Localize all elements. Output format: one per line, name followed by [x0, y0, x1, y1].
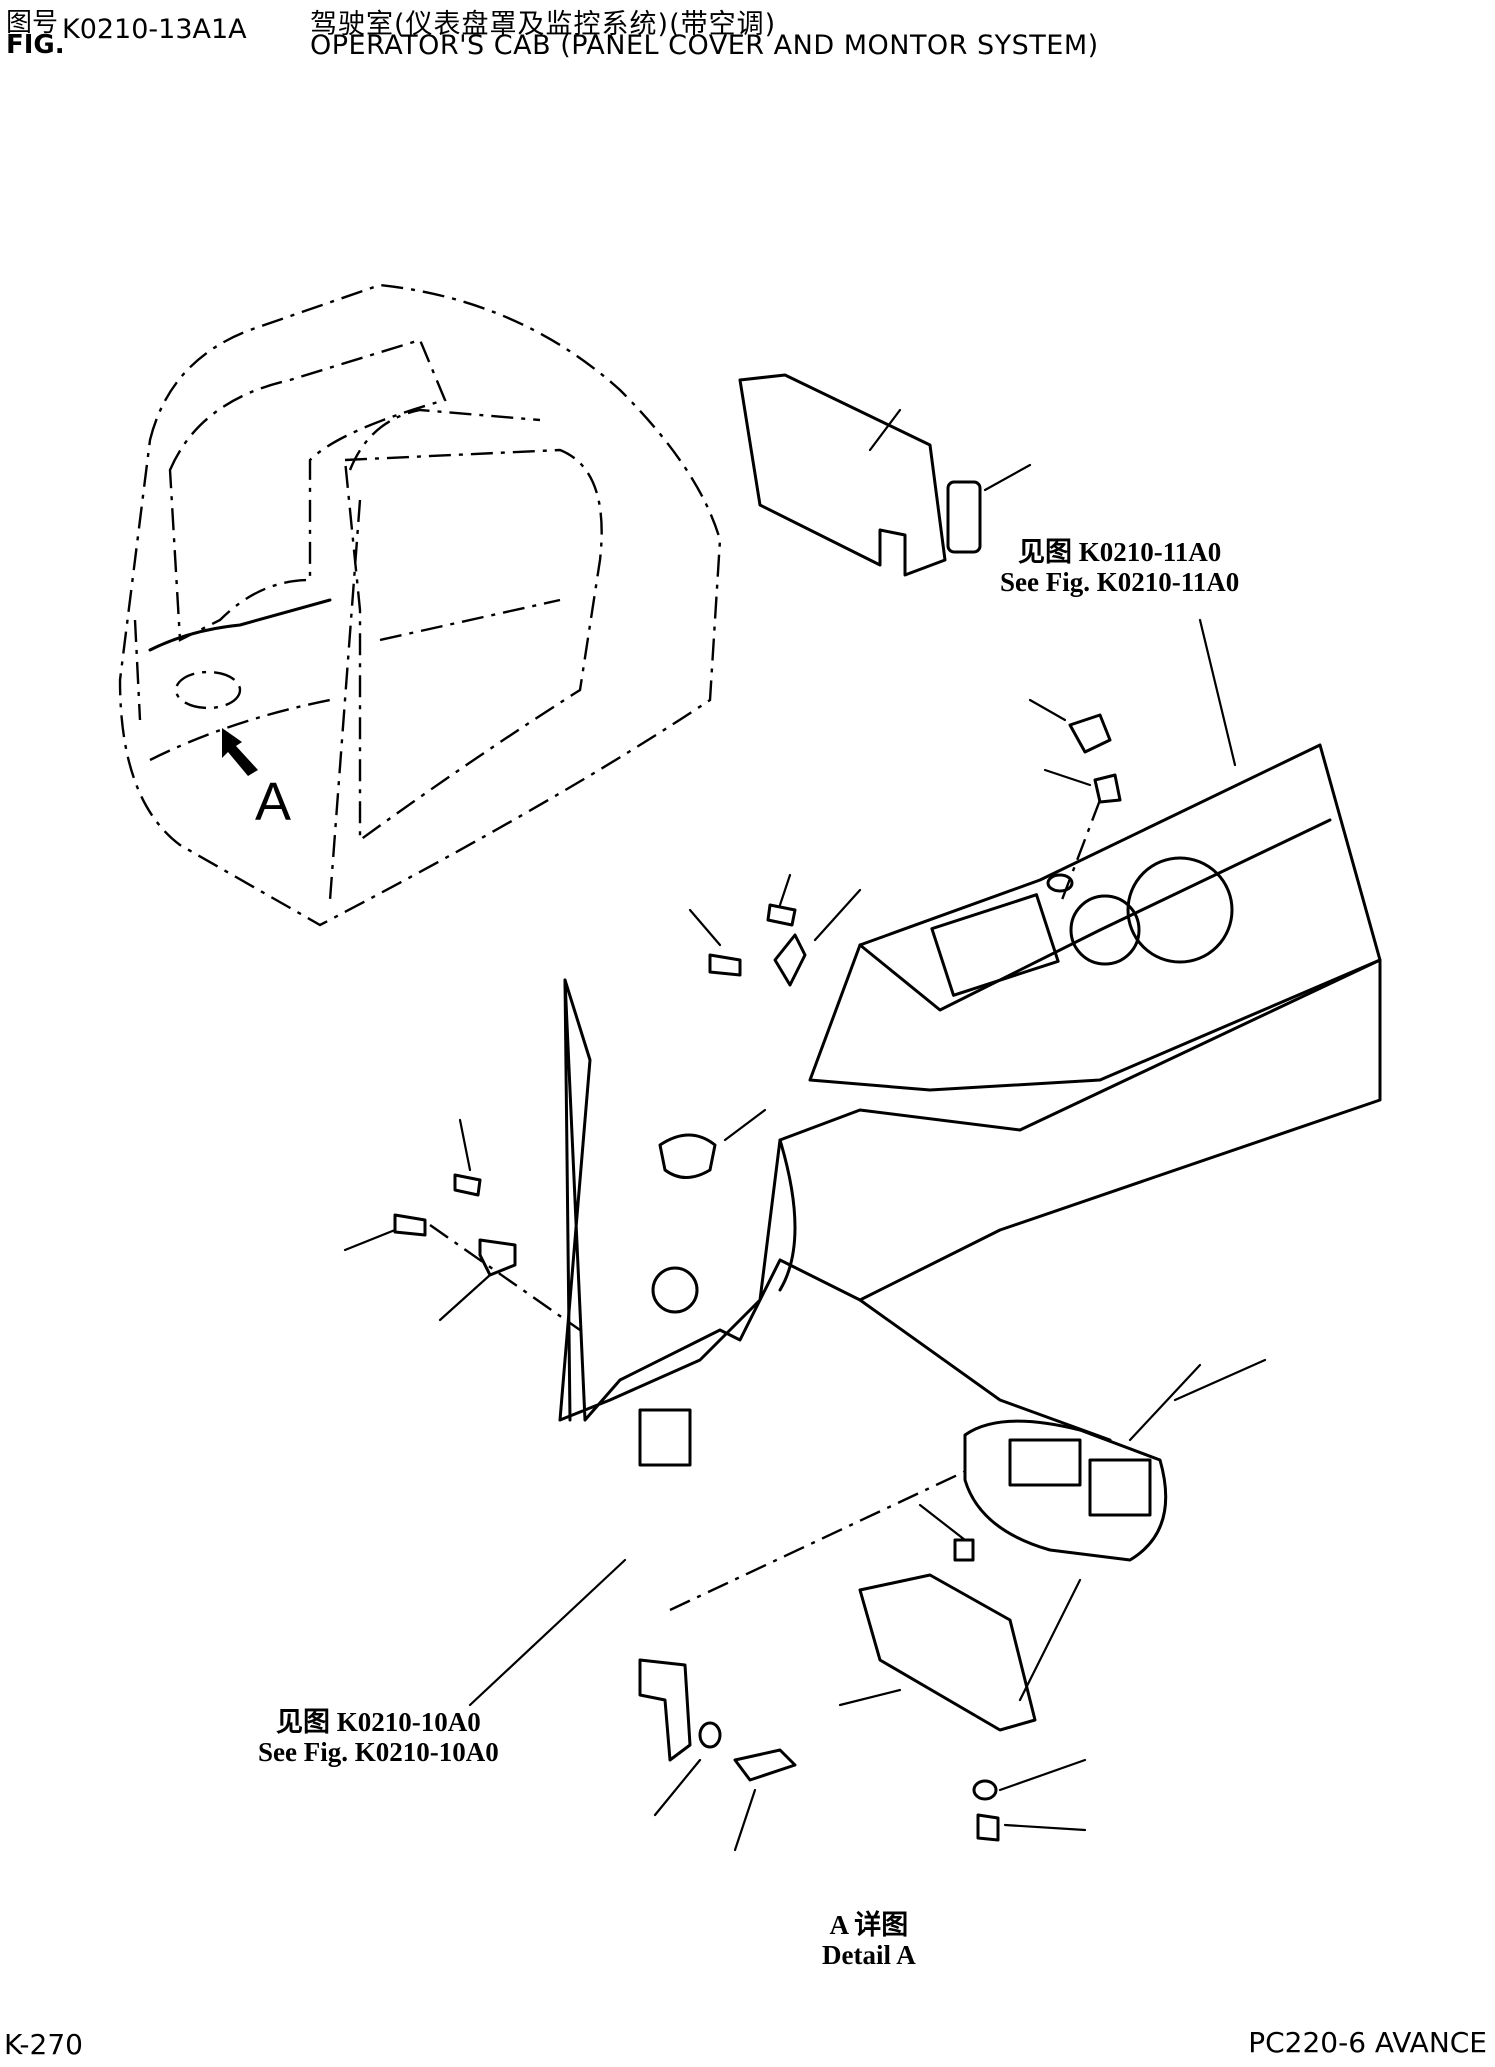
cover-clip [946, 480, 982, 554]
upper-dashboard-panel [808, 743, 1382, 1092]
panel-cover-sheet [738, 373, 947, 577]
view-a-arrow [222, 728, 258, 776]
bolt-left-d [393, 1213, 427, 1237]
leader-a [688, 908, 722, 947]
bolt-upper [1093, 773, 1122, 804]
reference-k0210-11a0: 见图 K0210-11A0 See Fig. K0210-11A0 [1000, 537, 1239, 597]
bolt-left-c [453, 1173, 482, 1197]
bolt-right [976, 1813, 1000, 1842]
title-chinese: 驾驶室(仪表盘罩及监控系统)(带空调) [310, 9, 777, 40]
monitor-bracket [858, 1573, 1037, 1732]
bolt-bottom [733, 1748, 797, 1782]
reference-en: See Fig. K0210-11A0 [1000, 567, 1240, 597]
knob [1068, 713, 1112, 754]
reference-en: See Fig. K0210-10A0 [258, 1737, 499, 1767]
spacer [953, 1538, 975, 1562]
detail-a-caption: A 详图 Detail A [822, 1910, 916, 1970]
operator-cab [118, 283, 722, 927]
reference-k0210-10a0: 见图 K0210-10A0 See Fig. K0210-10A0 [258, 1707, 499, 1767]
fig-label-cn: 图号 [6, 8, 59, 38]
bolt-left-a [708, 953, 742, 977]
reference-cn: 见图 K0210-10A0 [275, 1707, 481, 1737]
reference-cn: 见图 K0210-11A0 [1017, 537, 1222, 567]
washer-right [972, 1779, 998, 1801]
monitor-unit [963, 1419, 1168, 1562]
relay-unit [638, 1408, 692, 1467]
page-number: K-270 [4, 2028, 83, 2061]
detail-en: Detail A [822, 1940, 916, 1970]
bracket-b [478, 1238, 517, 1277]
washer [698, 1721, 722, 1749]
mounting-bracket [638, 1658, 692, 1762]
bracket-a [773, 933, 807, 987]
model-name: PC220-6 AVANCE [1248, 2026, 1487, 2059]
view-a-marker: A [255, 772, 291, 832]
lower-console [558, 958, 1382, 1442]
title-english: OPERATOR'S CAB (PANEL COVER AND MONTOR S… [310, 30, 1099, 61]
detail-cn: A 详图 [829, 1910, 909, 1940]
figure-number: K0210-13A1A [62, 14, 247, 45]
fig-label-en: FIG. [6, 30, 65, 60]
cap-plug [658, 1133, 717, 1179]
bolt-left-b [766, 903, 797, 927]
